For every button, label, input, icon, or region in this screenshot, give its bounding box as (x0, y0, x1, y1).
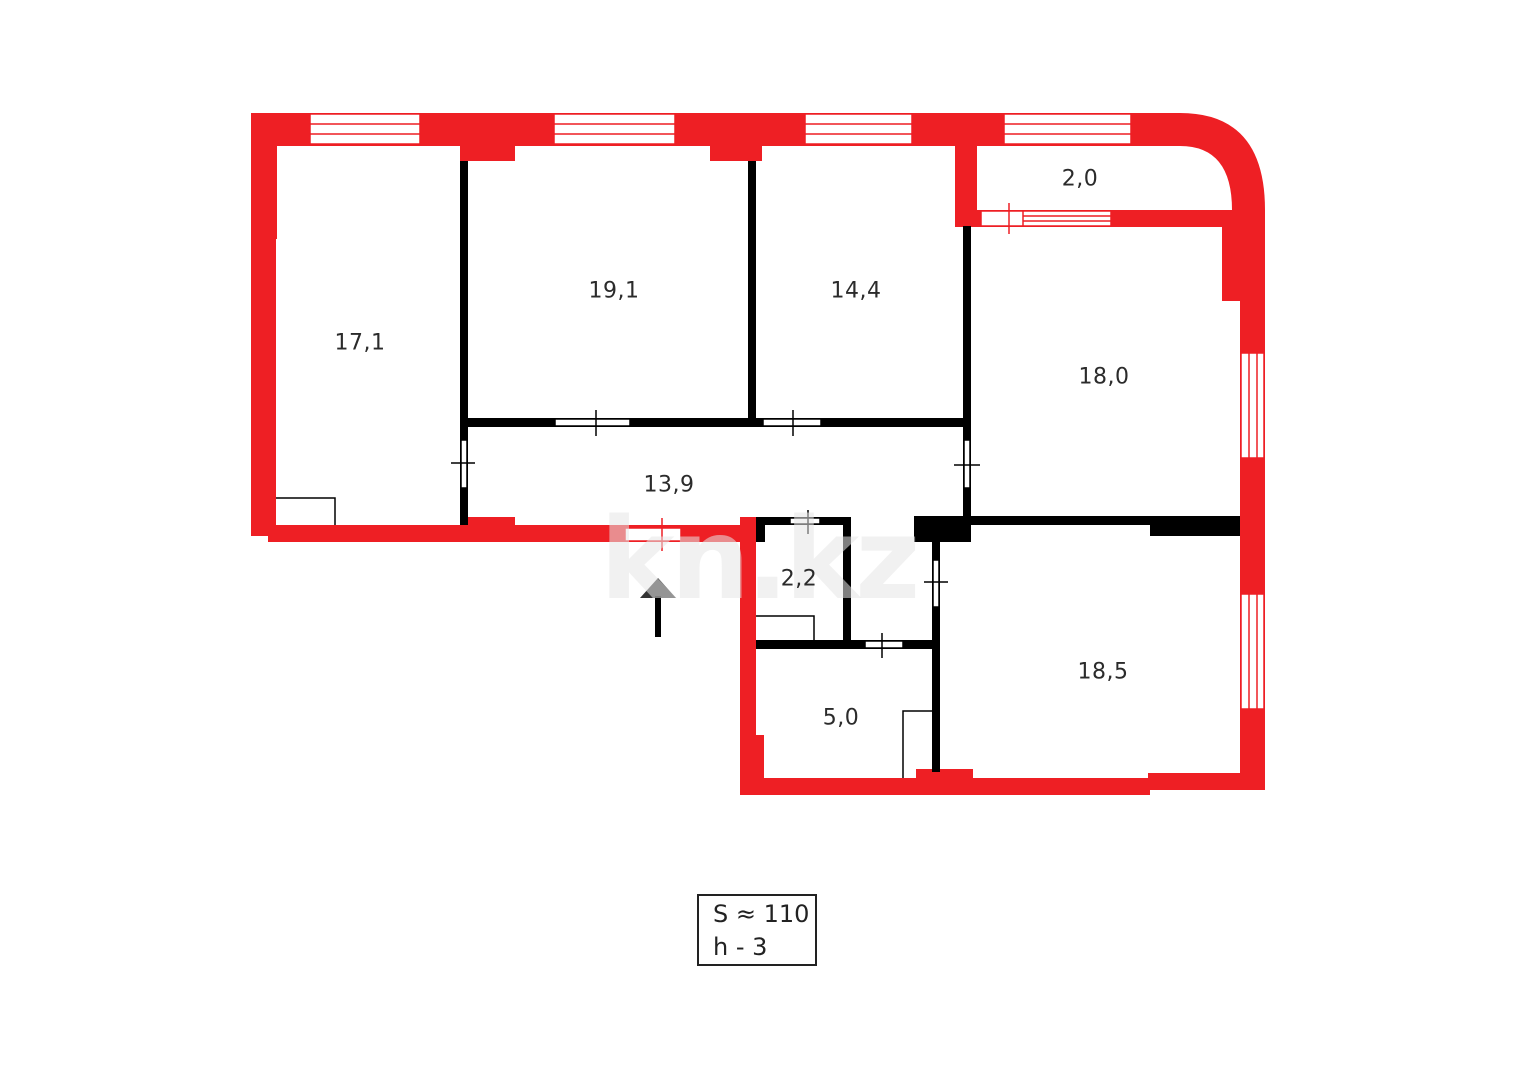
room-area-top-2: 19,1 (588, 278, 640, 304)
interior-doors (451, 410, 980, 658)
room-area-top-3: 14,4 (830, 278, 882, 304)
room-area-balcony: 2,0 (1061, 166, 1099, 192)
room-area-corridor: 13,9 (643, 472, 695, 498)
total-area: S ≈ 110 (713, 900, 810, 928)
arrow-up-icon (640, 578, 676, 637)
room-area-right-upper: 18,0 (1078, 364, 1130, 390)
interior-walls (460, 161, 1240, 772)
room-area-bathroom: 5,0 (822, 705, 860, 731)
ceiling-height: h - 3 (713, 933, 768, 961)
room-area-bathroom-small: 2,2 (780, 566, 818, 592)
exterior-walls (251, 113, 1265, 795)
windows (309, 113, 1265, 710)
fixtures (276, 497, 932, 778)
room-area-left: 17,1 (334, 330, 386, 356)
room-area-right-lower: 18,5 (1077, 659, 1129, 685)
area-legend: S ≈ 110 h - 3 (697, 894, 817, 966)
